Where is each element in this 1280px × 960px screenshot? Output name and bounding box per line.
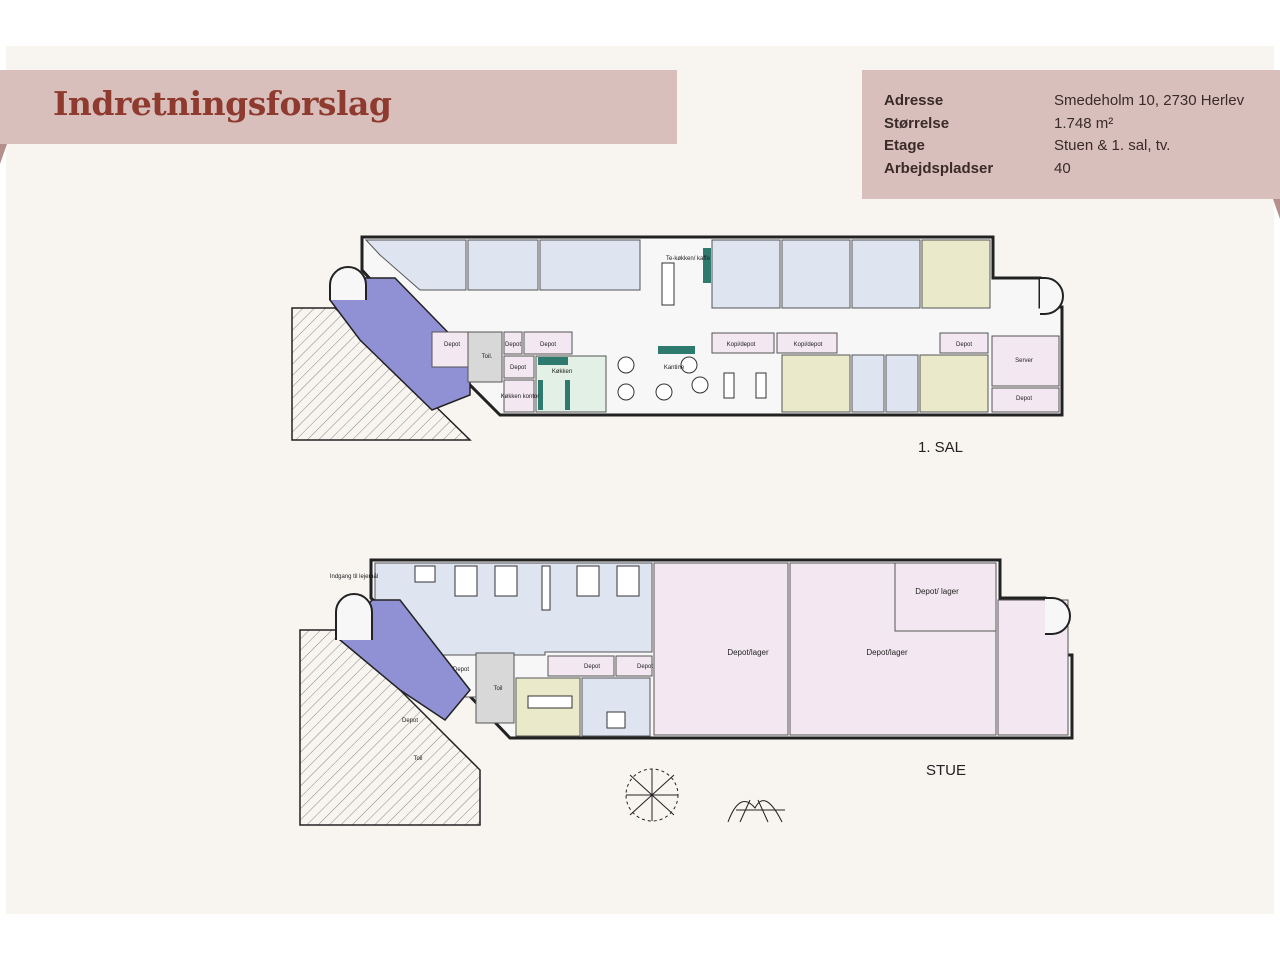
room-label: Toil <box>413 756 422 762</box>
info-label: Størrelse <box>884 115 950 132</box>
canteen-tables <box>617 356 767 401</box>
title-band <box>0 70 677 144</box>
info-value: Stuen & 1. sal, tv. <box>1054 137 1171 154</box>
shrub-icon <box>727 799 785 823</box>
room-label: Depot <box>444 342 460 348</box>
room-label: Køkken kontor <box>501 394 540 400</box>
room-copy <box>776 332 838 354</box>
room-label: Toil. <box>482 354 493 360</box>
entrance-label: Indgang til lejemål <box>330 573 378 580</box>
office-desks <box>414 565 640 729</box>
room-label: Depot <box>453 667 469 673</box>
office-room <box>885 354 919 413</box>
room-label: Depot <box>956 342 972 348</box>
room-label: Depot <box>584 664 600 670</box>
info-value: 40 <box>1054 160 1071 177</box>
title-band-fold <box>0 144 7 164</box>
room-label: Te-køkken/ kaffe <box>666 256 711 262</box>
info-value: Smedeholm 10, 2730 Herlev <box>1054 92 1245 109</box>
room-depot <box>939 332 989 354</box>
neighbour-hatched-area <box>291 307 472 441</box>
office-room <box>539 239 641 291</box>
meeting-room <box>921 239 991 309</box>
room-kitchen-office <box>503 379 535 413</box>
coffee-counter <box>703 248 711 283</box>
room-label: Depot/lager <box>727 648 769 657</box>
storage-room <box>653 562 789 736</box>
kitchen-counter <box>538 357 568 365</box>
room-depot <box>991 387 1060 413</box>
info-label: Adresse <box>884 92 944 109</box>
page-title: Indretningsforslag <box>53 84 392 123</box>
floor-label-stue: STUE <box>926 762 966 779</box>
info-label: Arbejdspladser <box>884 160 994 177</box>
storage-room <box>894 562 997 632</box>
room-label: Depot <box>402 718 418 724</box>
canteen-counter <box>658 346 695 354</box>
office-room <box>364 239 467 291</box>
room-label: Kantine <box>664 365 685 371</box>
office-room <box>467 239 539 291</box>
room-label: Depot <box>510 365 526 371</box>
room-depot <box>547 655 615 677</box>
room-label: Depot <box>540 342 556 348</box>
room-depot <box>503 331 523 355</box>
room-label: Kopi/depot <box>727 342 756 348</box>
room-label: Toil <box>493 686 502 692</box>
room-depot <box>503 355 535 379</box>
floor-label-1-sal: 1. SAL <box>918 439 963 456</box>
room-label: Depot/lager <box>866 648 908 657</box>
office-room <box>711 239 781 309</box>
kitchen-counter <box>538 380 543 410</box>
floor-plan-1-sal: Depot Toil. Depot Depot Depot Køkken Køk… <box>291 235 1064 456</box>
staircase-internal <box>661 262 675 306</box>
room-label: Depot <box>637 664 653 670</box>
office-room <box>851 239 921 309</box>
stairwell <box>328 277 471 411</box>
stair-tower <box>329 266 367 300</box>
kitchen-counter <box>565 380 570 410</box>
room-server <box>991 335 1060 387</box>
property-info-box: Adresse Smedeholm 10, 2730 Herlev Størrel… <box>862 70 1280 199</box>
room-label: Kopi/depot <box>794 342 823 348</box>
tree-icon <box>625 768 679 822</box>
room-toilet <box>475 652 515 724</box>
neighbour-hatched-area <box>299 629 481 826</box>
floor-plan-stue: Indgang til lejemål Depot Toil Depot Dep… <box>299 558 1074 826</box>
meeting-room <box>919 354 989 413</box>
room-copy <box>711 332 775 354</box>
room-depot <box>615 655 653 677</box>
room-label: Depot <box>1016 396 1032 402</box>
room-label: Depot/ lager <box>915 587 959 596</box>
stair-tower-right <box>1040 277 1064 315</box>
room-kitchen <box>535 355 607 413</box>
meeting-room <box>781 354 851 413</box>
stair-tower-right <box>1045 597 1071 635</box>
room-toilet <box>467 331 503 383</box>
room-label: Server <box>1015 358 1033 364</box>
stair-tower <box>335 593 373 640</box>
info-label: Etage <box>884 137 925 154</box>
room-depot <box>523 331 573 355</box>
office-room <box>851 354 885 413</box>
info-box-fold <box>1273 199 1280 219</box>
room-label: Depot <box>505 342 521 348</box>
room-label: Køkken <box>552 369 572 375</box>
office-room <box>781 239 851 309</box>
info-value: 1.748 m² <box>1054 115 1114 132</box>
room-depot <box>431 331 469 368</box>
